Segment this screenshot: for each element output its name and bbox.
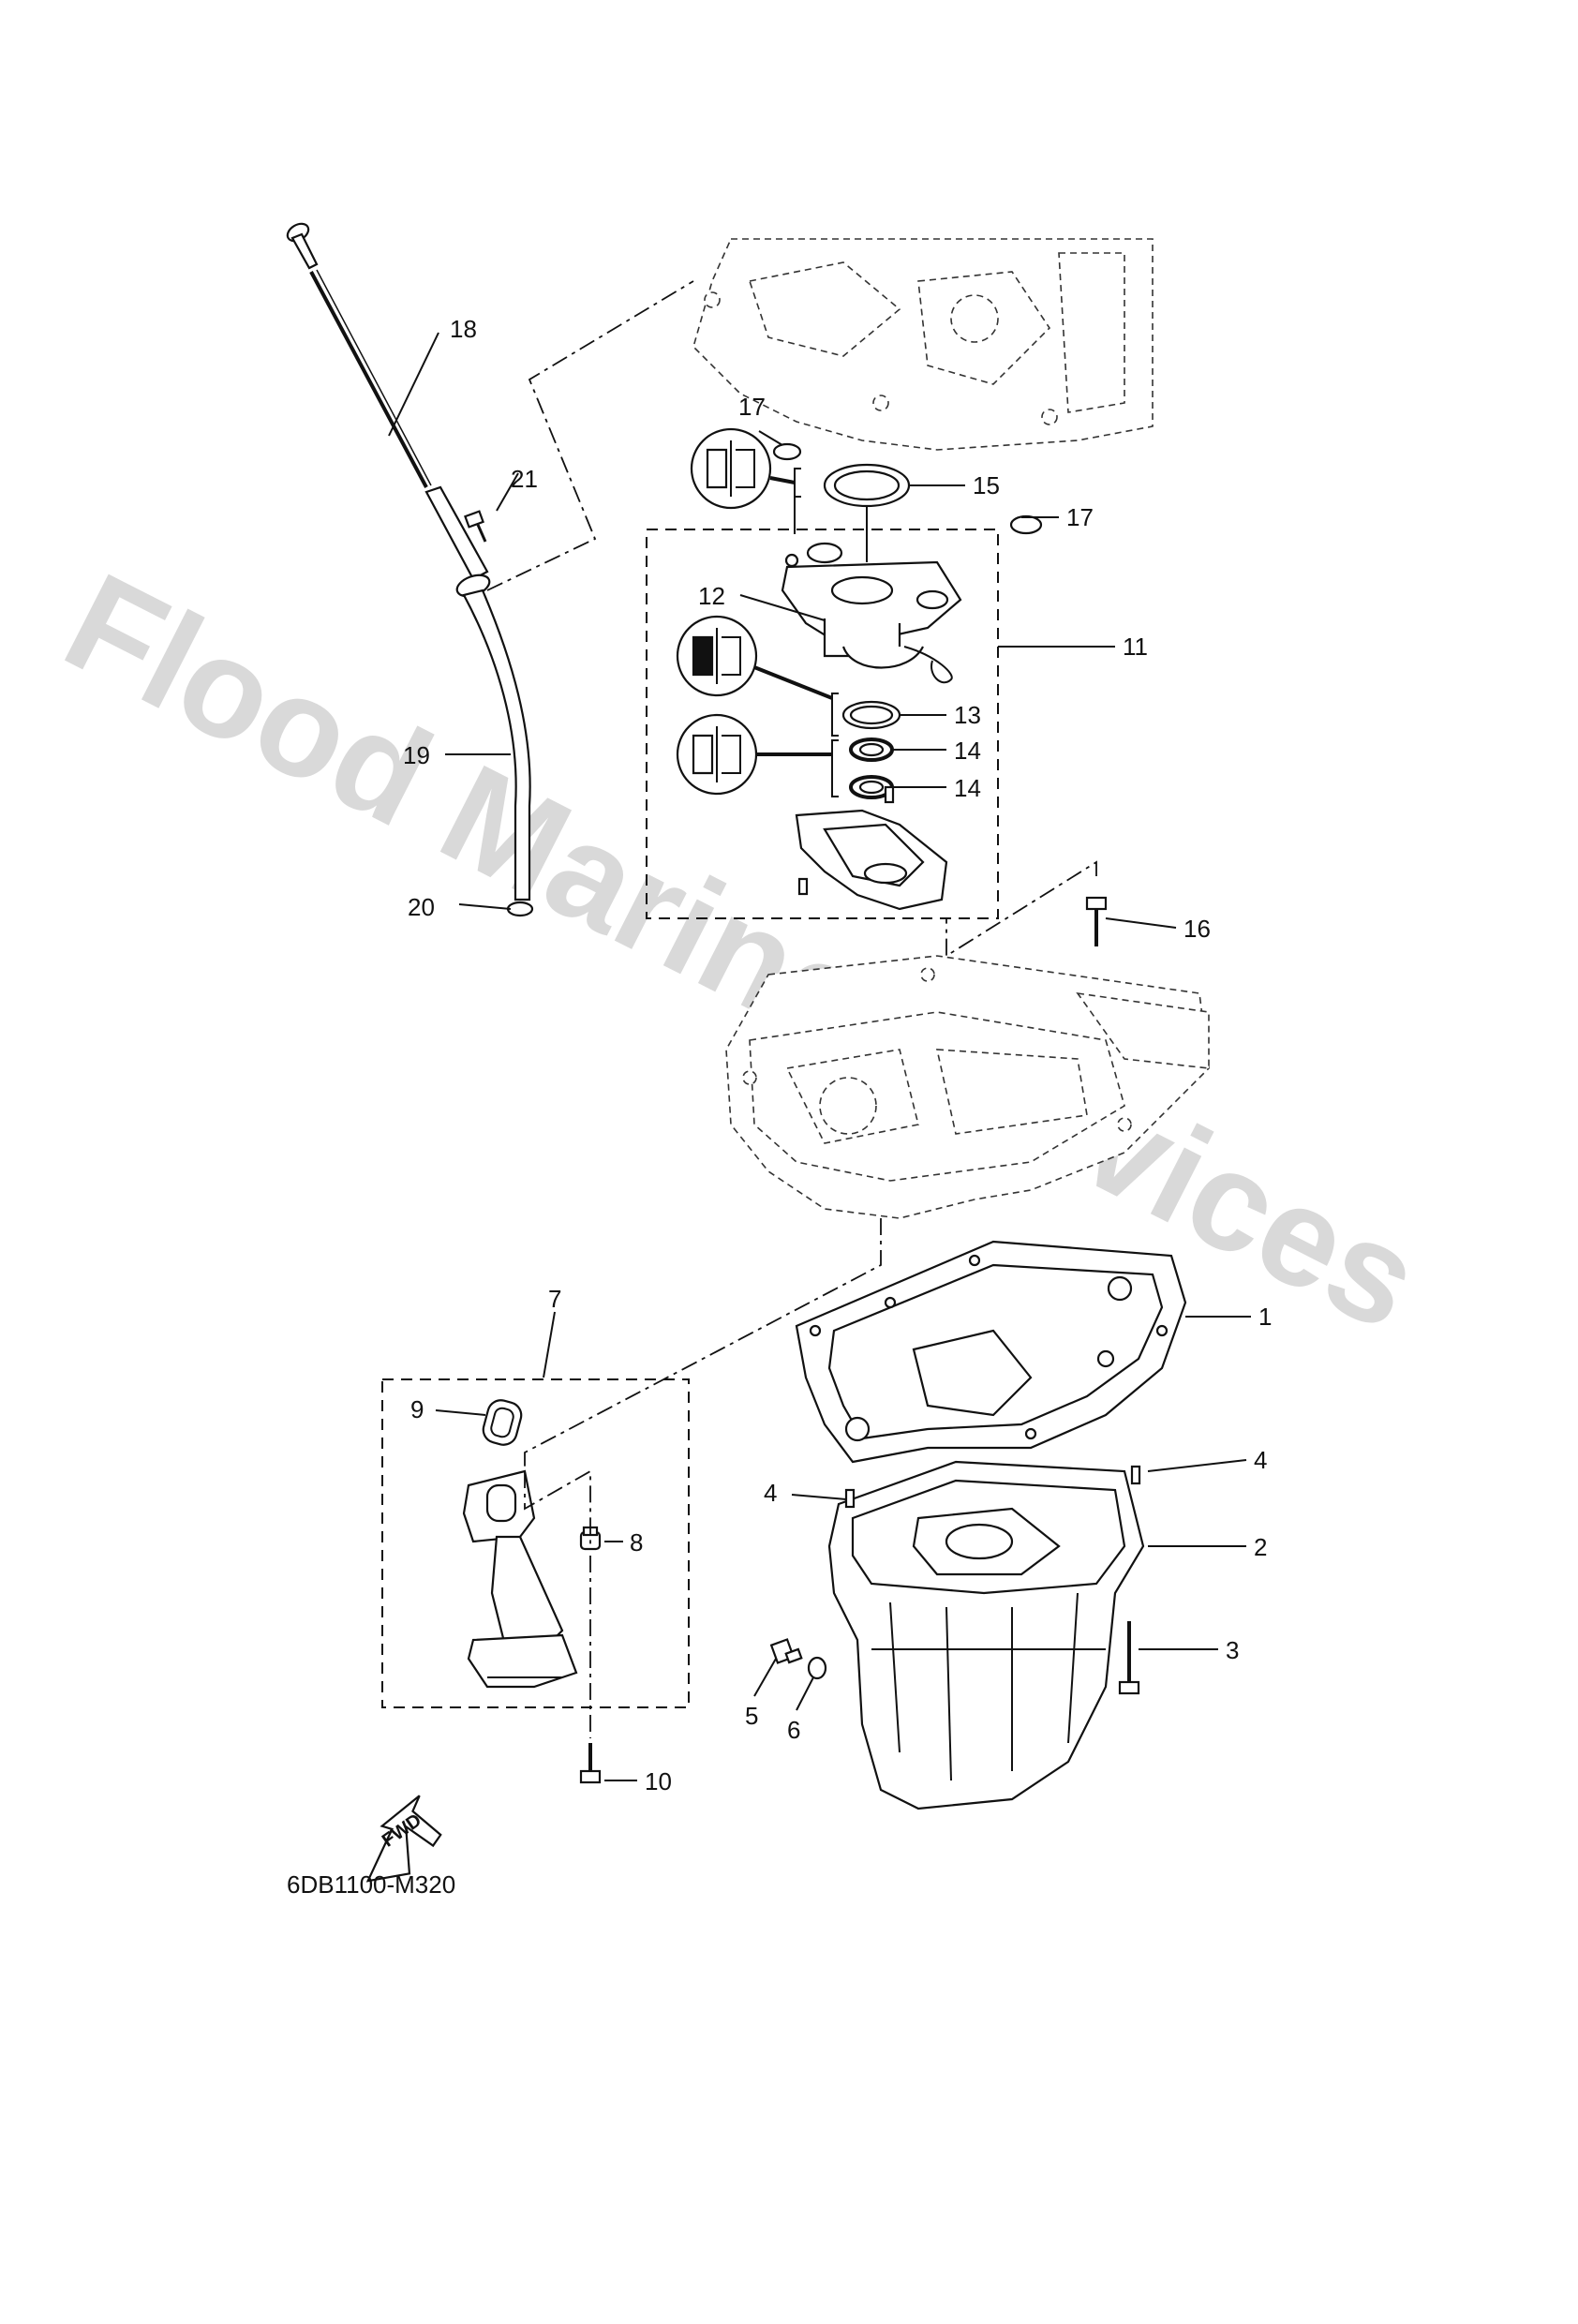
seal-14-upper bbox=[849, 737, 894, 762]
o-ring-17-right bbox=[1009, 514, 1043, 535]
bolt-16-alignment-line bbox=[945, 860, 1097, 958]
bracket-14 bbox=[831, 739, 839, 797]
dowel-4-left bbox=[844, 1488, 856, 1509]
callout-20: 20 bbox=[408, 893, 435, 921]
o-ring-20 bbox=[506, 901, 534, 917]
grease-symbol-upper bbox=[690, 427, 772, 510]
callout-14-lower: 14 bbox=[954, 774, 981, 802]
callout-4-left: 4 bbox=[764, 1479, 777, 1507]
grease-symbol-lower bbox=[676, 713, 758, 796]
dipstick-guide-19 bbox=[424, 485, 531, 901]
callout-14-upper: 14 bbox=[954, 737, 981, 765]
bolt-3 bbox=[1118, 1621, 1140, 1695]
pump-base-plate bbox=[795, 785, 948, 911]
callout-18: 18 bbox=[450, 315, 477, 343]
bolt-21 bbox=[464, 510, 487, 543]
callout-17-right: 17 bbox=[1066, 503, 1094, 531]
callout-7: 7 bbox=[548, 1285, 561, 1313]
dipstick-alignment-line bbox=[486, 280, 694, 591]
bracket-13 bbox=[831, 693, 839, 737]
callout-21: 21 bbox=[511, 465, 538, 493]
o-ring-17-left bbox=[772, 442, 802, 461]
callout-19: 19 bbox=[403, 741, 430, 769]
callout-8: 8 bbox=[630, 1528, 643, 1557]
callout-11: 11 bbox=[1123, 633, 1148, 661]
callout-10: 10 bbox=[645, 1767, 672, 1795]
exhaust-guide-alignment-line bbox=[524, 1218, 882, 1499]
callout-3: 3 bbox=[1226, 1636, 1239, 1664]
callout-13: 13 bbox=[954, 701, 981, 729]
callout-12: 12 bbox=[698, 582, 725, 610]
engine-block-ghost bbox=[692, 238, 1154, 451]
callout-17-left: 17 bbox=[738, 393, 766, 421]
dipstick-18 bbox=[286, 222, 432, 488]
callout-numbers: 1 2 3 4 4 5 6 7 8 9 10 11 12 13 14 14 15… bbox=[403, 315, 1272, 1795]
drain-plug-5 bbox=[769, 1638, 803, 1664]
oil-pan-2 bbox=[827, 1460, 1145, 1810]
callout-9: 9 bbox=[410, 1395, 424, 1423]
bolt-10 bbox=[579, 1743, 602, 1784]
assembly-7-box bbox=[381, 1378, 690, 1708]
callout-5: 5 bbox=[745, 1702, 758, 1730]
callout-6: 6 bbox=[787, 1716, 800, 1744]
callout-2: 2 bbox=[1254, 1533, 1267, 1561]
oil-seal-15 bbox=[823, 463, 911, 508]
diagram-code: 6DB1100-M320 bbox=[287, 1870, 455, 1899]
callout-1: 1 bbox=[1258, 1303, 1272, 1331]
housing-12 bbox=[781, 542, 962, 684]
oil-strainer bbox=[462, 1469, 578, 1689]
callout-16: 16 bbox=[1184, 915, 1211, 943]
callout-4-right: 4 bbox=[1254, 1446, 1267, 1474]
leader-symbol-middle bbox=[753, 665, 833, 700]
bracket-15 bbox=[794, 468, 801, 498]
strainer-alignment-line bbox=[524, 1469, 591, 1546]
bolt-16 bbox=[1085, 896, 1108, 946]
oil-seal-13 bbox=[841, 700, 901, 730]
exhaust-guide-ghost bbox=[725, 955, 1210, 1219]
seal-14-lower bbox=[849, 775, 894, 799]
gasket-9 bbox=[482, 1399, 523, 1446]
gasket-6 bbox=[807, 1656, 827, 1680]
leader-lines bbox=[388, 332, 1251, 1781]
dowel-4-right bbox=[1130, 1465, 1141, 1485]
leader-symbol-upper bbox=[769, 476, 796, 484]
assembly-11-box bbox=[646, 529, 999, 919]
callout-15: 15 bbox=[973, 471, 1000, 499]
gasket-1 bbox=[795, 1240, 1187, 1464]
fwd-arrow-icon: FWD bbox=[365, 1795, 442, 1883]
grease-symbol-middle bbox=[676, 615, 758, 697]
